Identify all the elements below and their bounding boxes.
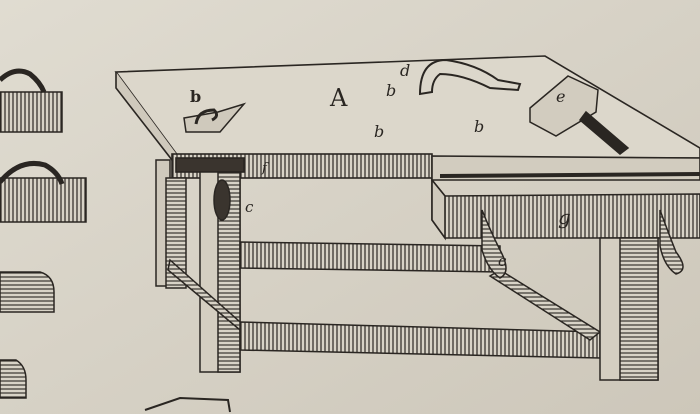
left-front-leg [199,171,241,373]
label-d: d [400,61,410,80]
right-front-leg [599,237,659,381]
label-c-right: c [498,252,507,270]
label-c-left: c [245,198,254,216]
side-clamp-1 [0,68,63,133]
vise-screw-c [481,209,507,279]
side-block-3 [0,271,55,313]
label-b-left: b [190,87,201,106]
mallet-e [529,75,630,155]
label-f: f [261,161,269,176]
label-e: e [556,87,565,106]
label-b-right: b [474,117,484,136]
label-b-middle: b [374,122,384,141]
vise-screw-right [659,209,684,275]
lower-stretcher [167,258,602,359]
label-g: g [558,205,571,229]
front-vise-board [431,177,700,241]
label-a: A [329,84,348,112]
side-clamp-2 [0,160,87,223]
holdfast-d [418,58,522,96]
tool-fragment [144,396,231,413]
label-b-top: b [386,81,396,100]
holdfast-b [183,102,247,133]
upper-stretcher [239,241,501,273]
side-block-4 [0,359,27,399]
